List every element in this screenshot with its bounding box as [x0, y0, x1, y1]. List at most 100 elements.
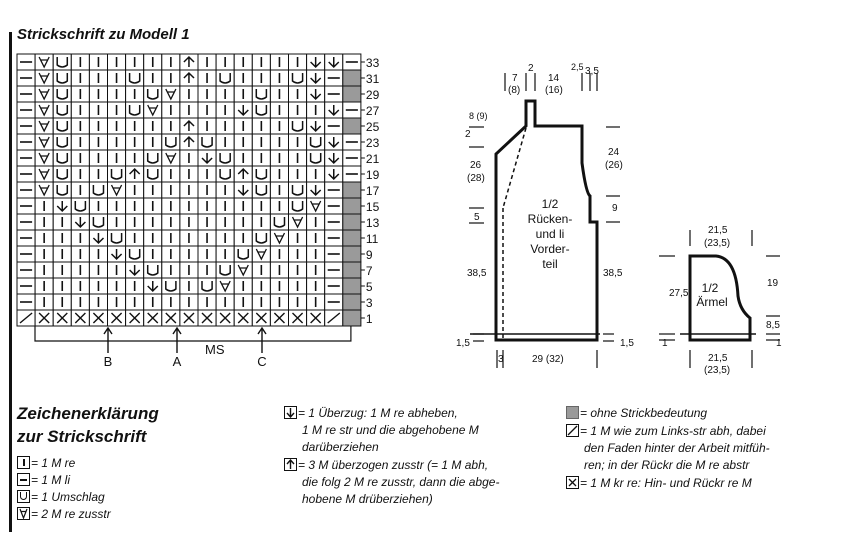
k2tog-mark — [147, 104, 159, 117]
yarn-over-mark — [56, 185, 69, 196]
sleeve-label-2: Ärmel — [696, 295, 727, 309]
garter-mark — [310, 312, 322, 324]
yarn-over-mark — [291, 73, 304, 84]
yarn-over-mark — [201, 137, 213, 148]
yarn-over-mark — [291, 185, 304, 196]
k2tog-mark — [110, 184, 123, 197]
svg-text:2: 2 — [465, 129, 471, 140]
skpo-mark — [328, 153, 340, 165]
double-decrease-mark — [237, 167, 249, 179]
yarn-over-mark — [128, 73, 141, 84]
skpo-mark — [328, 137, 340, 149]
garter-mark — [147, 312, 159, 324]
yarn-over-mark — [146, 169, 159, 180]
yarn-over-mark — [56, 57, 69, 68]
legend-item: = 3 M überzogen zusstr (= 1 M abh,die fo… — [284, 457, 499, 508]
yarn-over-mark — [165, 137, 177, 148]
yarn-over-mark — [255, 185, 268, 196]
legend-text: = 1 M li — [31, 473, 71, 487]
skpo-mark — [310, 57, 322, 69]
skpo-mark — [56, 201, 68, 213]
garter-mark — [183, 312, 195, 324]
double-decrease-mark — [183, 55, 195, 67]
legend-text: = 1 Überzug: 1 M re abheben, — [284, 405, 479, 422]
legend-text: 1 M re str und die abgehobene M — [302, 423, 479, 437]
slip-mark — [327, 312, 341, 324]
yarn-over-mark — [309, 153, 322, 164]
svg-text:27,5: 27,5 — [669, 288, 689, 299]
svg-text:19: 19 — [767, 278, 779, 289]
yarn-over-mark — [92, 217, 105, 228]
skpo-mark — [310, 89, 322, 101]
skpo-mark — [328, 105, 340, 117]
yarn-over-mark — [92, 185, 105, 196]
yarn-over-mark — [255, 89, 268, 100]
legend-text: = 1 M wie zum Links-str abh, dabei — [566, 423, 770, 440]
svg-text:3: 3 — [498, 354, 504, 365]
piece-label-2: Rücken- — [528, 212, 573, 226]
yarn-over-mark — [291, 201, 304, 212]
yarn-over-mark — [146, 153, 159, 164]
k2tog-mark — [219, 280, 231, 293]
svg-text:2,5: 2,5 — [571, 62, 584, 72]
double-decrease-symbol-icon — [284, 458, 297, 471]
svg-text:(26): (26) — [605, 160, 623, 171]
svg-text:38,5: 38,5 — [603, 268, 623, 279]
legend-item: = ohne Strickbedeutung — [566, 405, 707, 422]
left-margin-bar — [9, 32, 12, 532]
k2tog-mark — [273, 232, 286, 245]
row-number: 23 — [366, 136, 380, 150]
row-number: 3 — [366, 296, 373, 310]
svg-text:8 (9): 8 (9) — [469, 111, 488, 121]
legend-text: den Faden hinter der Arbeit mitfüh- — [584, 441, 770, 455]
garter-mark — [201, 312, 213, 324]
yarn-over-mark — [273, 217, 286, 228]
svg-text:9: 9 — [612, 203, 618, 214]
garter-mark — [273, 312, 285, 324]
marker-label: B — [104, 354, 113, 369]
chart-title: Strickschrift zu Modell 1 — [17, 26, 190, 43]
skpo-mark — [310, 73, 322, 85]
yarn-over-mark — [56, 105, 69, 116]
yarn-over-mark — [56, 153, 69, 164]
k2tog-mark — [38, 56, 50, 69]
legend-item: = 1 Überzug: 1 M re abheben,1 M re str u… — [284, 405, 479, 456]
row-number: 17 — [366, 184, 380, 198]
double-decrease-mark — [129, 167, 141, 179]
row-number: 7 — [366, 264, 373, 278]
purl-symbol-icon — [17, 473, 30, 486]
skpo-mark — [147, 281, 159, 293]
garter-mark — [237, 312, 249, 324]
svg-text:1,5: 1,5 — [456, 338, 470, 349]
k2tog-mark — [38, 104, 50, 117]
knit-symbol-icon — [17, 456, 30, 469]
k2tog-mark — [255, 248, 267, 261]
double-decrease-mark — [183, 135, 195, 147]
yarn-over-mark — [237, 249, 250, 260]
yarn-over-mark — [56, 89, 69, 100]
skpo-symbol-icon — [284, 406, 297, 419]
legend-heading: Zeichenerklärung zur Strickschrift — [17, 404, 159, 446]
yarn-over-mark — [201, 281, 213, 292]
svg-text:(28): (28) — [467, 173, 485, 184]
svg-text:(23,5): (23,5) — [704, 238, 730, 249]
legend-text: = 3 M überzogen zusstr (= 1 M abh, — [284, 457, 499, 474]
svg-text:26: 26 — [470, 160, 482, 171]
svg-text:21,5: 21,5 — [708, 225, 728, 236]
marker-arrow — [172, 326, 182, 353]
row-number: 1 — [366, 312, 373, 326]
piece-label-4: Vorder- — [530, 242, 569, 256]
no-stitch-symbol-icon — [566, 406, 579, 419]
row-number: 33 — [366, 56, 380, 70]
slip-stitch-symbol-icon — [566, 424, 579, 437]
skpo-mark — [74, 217, 86, 229]
garter-mark — [219, 312, 231, 324]
row-number: 13 — [366, 216, 380, 230]
k2tog-mark — [38, 120, 50, 133]
front-dashed-line — [502, 127, 527, 209]
svg-text:3,5: 3,5 — [585, 66, 599, 77]
yarn-over-mark — [128, 105, 141, 116]
skpo-mark — [310, 121, 322, 133]
marker-arrow — [257, 326, 267, 353]
